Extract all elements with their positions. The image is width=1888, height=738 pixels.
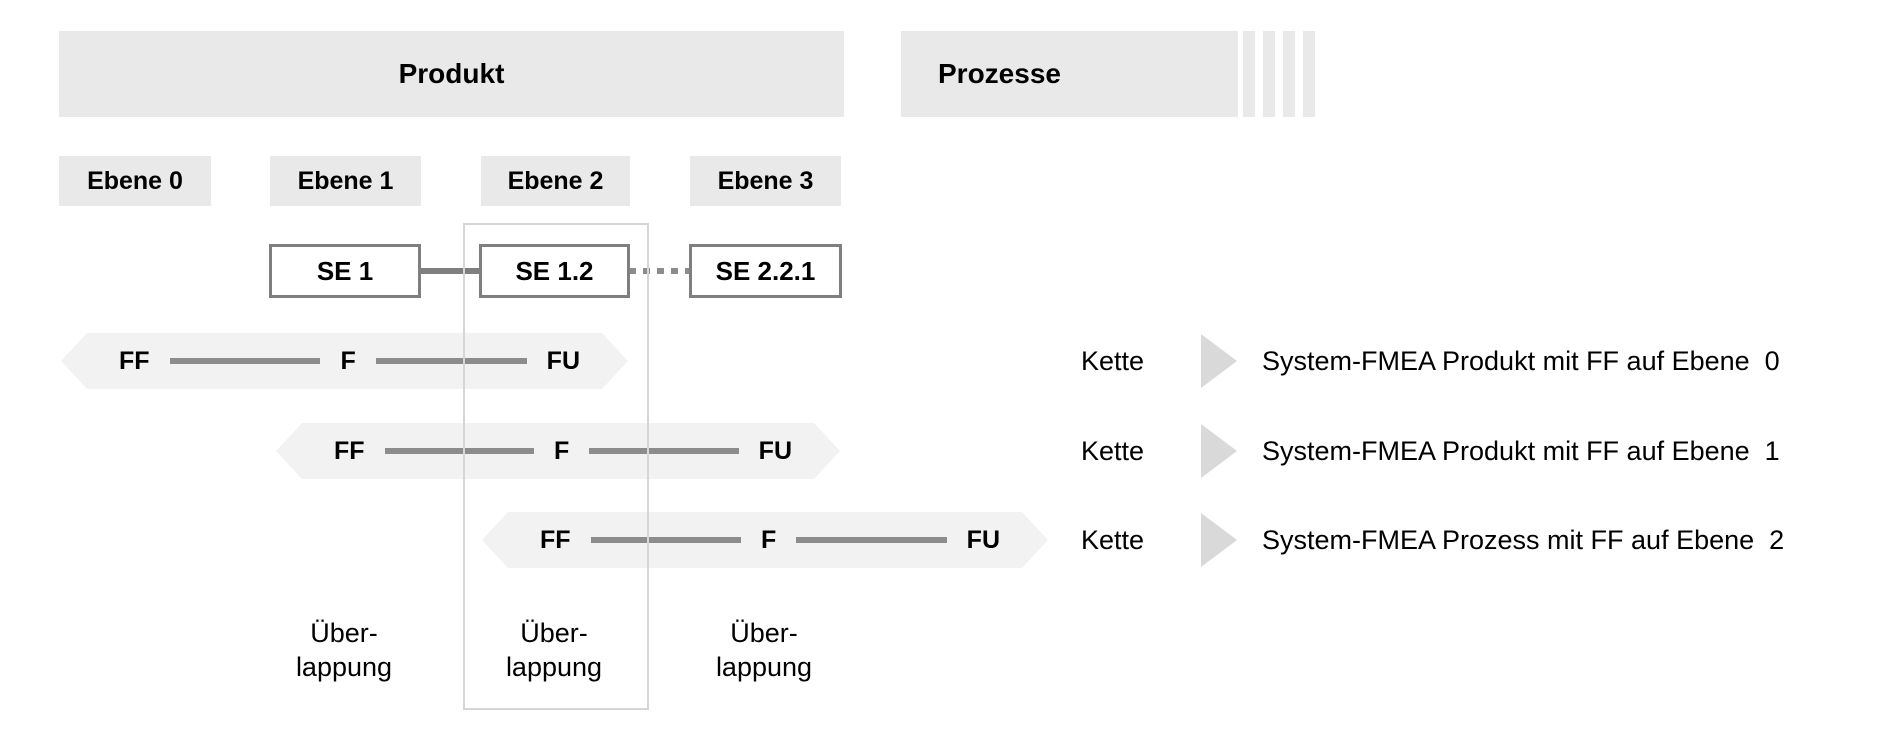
overlap-line1: Über-: [310, 618, 378, 648]
chain-arrow-ebene-0: FF F FU: [61, 333, 628, 389]
header-prozesse: Prozesse: [901, 31, 1238, 117]
level-label-ebene-2: Ebene 2: [481, 156, 630, 206]
level-label-ebene-0: Ebene 0: [59, 156, 211, 206]
chain-bar: [591, 537, 741, 543]
header-prozesse-label: Prozesse: [938, 58, 1061, 89]
chain-bar: [376, 358, 527, 364]
overlap-line1: Über-: [520, 618, 588, 648]
overlap-line2: lappung: [295, 652, 393, 682]
chain-fu-label: FU: [546, 346, 580, 375]
chain-arrow-ebene-2: FF F FU: [482, 512, 1048, 568]
kette-label: Kette: [1081, 524, 1145, 555]
connector-se12-se221: [629, 268, 690, 274]
overlap-line1: Über-: [730, 618, 798, 648]
se-box-se12: SE 1.2: [479, 244, 630, 298]
kette-annotation-0: Kette System-FMEA Produkt mit FF auf Ebe…: [1081, 333, 1780, 389]
chain-f-label: F: [760, 525, 777, 554]
header-produkt-label: Produkt: [398, 58, 505, 89]
kette-label: Kette: [1081, 435, 1145, 466]
chain-f-label: F: [553, 436, 570, 465]
level-label-ebene-3: Ebene 3: [690, 156, 841, 206]
arrow-right-icon: [1201, 424, 1237, 478]
chain-ff-label: FF: [119, 346, 150, 375]
header-stripes-decoration: [1243, 31, 1315, 117]
chain-bar: [589, 448, 738, 454]
kette-annotation-2: Kette System-FMEA Prozess mit FF auf Ebe…: [1081, 512, 1784, 568]
header-produkt: Produkt: [59, 31, 844, 117]
overlap-line2: lappung: [505, 652, 603, 682]
stripe: [1263, 31, 1275, 117]
arrow-right-icon: [1201, 513, 1237, 567]
chain-arrow-ebene-1: FF F FU: [276, 423, 840, 479]
kette-annotation-1: Kette System-FMEA Produkt mit FF auf Ebe…: [1081, 423, 1780, 479]
chain-fu-label: FU: [758, 436, 792, 465]
chain-description: System-FMEA Produkt mit FF auf Ebene 1: [1262, 435, 1780, 466]
se-box-se221: SE 2.2.1: [689, 244, 842, 298]
overlap-line2: lappung: [715, 652, 813, 682]
chain-f-label: F: [340, 346, 356, 375]
kette-label: Kette: [1081, 345, 1145, 376]
overlap-label-0: Über- lappung: [264, 616, 424, 684]
chain-description: System-FMEA Prozess mit FF auf Ebene 2: [1262, 524, 1785, 555]
overlap-label-2: Über- lappung: [684, 616, 844, 684]
connector-se1-se12: [420, 268, 480, 274]
se-box-se1: SE 1: [269, 244, 421, 298]
chain-ff-label: FF: [334, 436, 365, 465]
level-label-ebene-1: Ebene 1: [270, 156, 421, 206]
chain-bar: [385, 448, 534, 454]
stripe: [1243, 31, 1255, 117]
overlap-label-1: Über- lappung: [474, 616, 634, 684]
chain-bar: [796, 537, 946, 543]
arrow-right-icon: [1201, 334, 1237, 388]
chain-ff-label: FF: [540, 525, 571, 554]
chain-description: System-FMEA Produkt mit FF auf Ebene 0: [1262, 345, 1780, 376]
chain-fu-label: FU: [966, 525, 1000, 554]
chain-bar: [170, 358, 321, 364]
stripe: [1283, 31, 1295, 117]
stripe: [1303, 31, 1315, 117]
